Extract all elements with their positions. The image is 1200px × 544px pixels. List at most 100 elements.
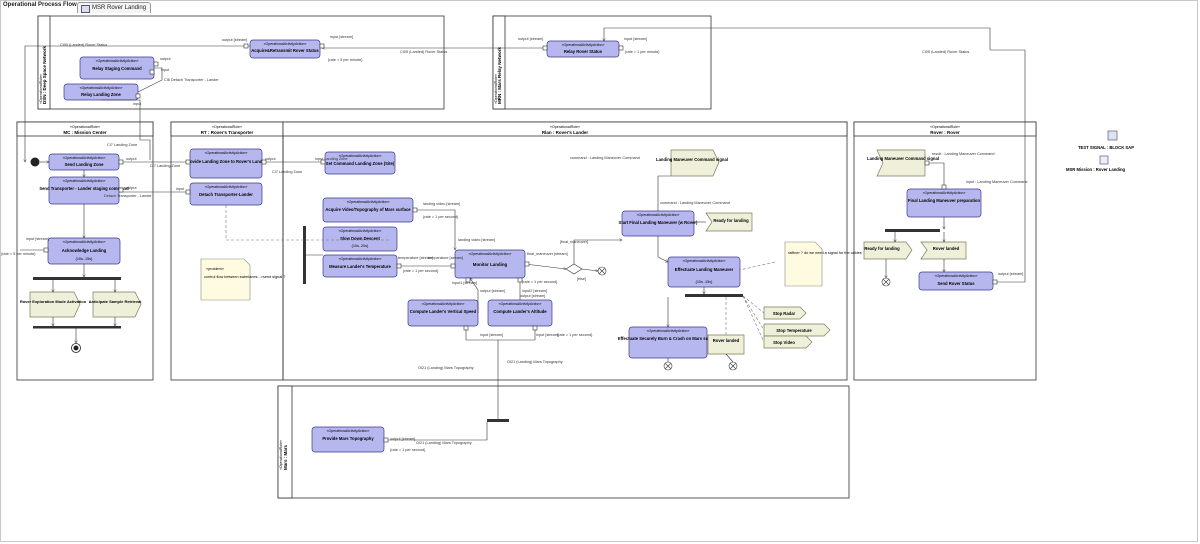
signal-rover-exploration[interactable]: Rover Exploration Mode Activation <box>20 291 87 318</box>
action-provide-landing-zone[interactable]: «OperationalActivityAction» Provide Land… <box>186 148 267 179</box>
svg-text:«OperationalActivityAction»: «OperationalActivityAction» <box>264 42 307 46</box>
svg-text:«OperationalActivityAction»: «OperationalActivityAction» <box>205 151 248 155</box>
signal-stop-radar[interactable]: Stop Radar <box>763 306 807 320</box>
lane-mars-relay: MRN : Mars Relay Network «OperationalRol… <box>492 15 712 110</box>
lane-deep-space: DSN : Deep Space Network «OperationalRol… <box>37 15 445 110</box>
svg-text:Rover Exploration Mode Activat: Rover Exploration Mode Activation <box>20 299 87 304</box>
note-problem[interactable]: «problem» control flow between swimlanes… <box>200 258 285 301</box>
svg-text:«OperationalActivityAction»: «OperationalActivityAction» <box>339 154 382 158</box>
svg-text:Relay Staging Command: Relay Staging Command <box>92 66 142 71</box>
legend-mission-icon <box>1099 155 1109 165</box>
action-measure-temperature[interactable]: «OperationalActivityAction» Measure Land… <box>322 254 398 278</box>
lane-rt-stereotype: «OperationalRole» <box>212 125 242 129</box>
signal-ready-landing-lander[interactable]: Ready for landing <box>705 212 753 232</box>
label-final-maneuver-2: [final_maneuver] <box>560 240 588 244</box>
signal-stop-video[interactable]: Stop Video <box>763 335 813 349</box>
label-rate-1-sec-d: {rate = 1 per second} <box>390 448 426 452</box>
svg-text:Send Rover Status: Send Rover Status <box>937 281 975 286</box>
label-input-stream-1: input [stream] <box>330 35 353 39</box>
diagram-tab-label: MSR Rover Landing <box>92 5 147 11</box>
action-monitor-landing[interactable]: «OperationalActivityAction» Monitor Land… <box>454 249 526 279</box>
action-burn-crash[interactable]: «OperationalActivityAction» Effectuate S… <box>618 326 719 359</box>
label-temperature-2: temperature [stream] <box>428 256 463 260</box>
signal-rover-landed-rover[interactable]: Rover landed <box>920 241 967 260</box>
legend: TEST SIGNAL : BLOCK SAP MSR Mission : Ro… <box>1066 130 1134 172</box>
action-relay-staging[interactable]: «OperationalActivityAction» Relay Stagin… <box>79 56 155 80</box>
label-output-2: output <box>126 157 138 161</box>
action-detach-transporter[interactable]: «OperationalActivityAction» Detach Trans… <box>189 182 263 206</box>
svg-text:«OperationalActivityAction»: «OperationalActivityAction» <box>339 257 382 261</box>
action-compute-speed[interactable]: «OperationalActivityAction» Compute Land… <box>407 299 479 327</box>
svg-text:«OperationalActivityAction»: «OperationalActivityAction» <box>923 191 966 195</box>
svg-text:Acknowledge Landing: Acknowledge Landing <box>62 248 107 253</box>
svg-text:Relay Landing Zone: Relay Landing Zone <box>81 92 121 97</box>
svg-text:«OperationalActivityAction»: «OperationalActivityAction» <box>469 252 512 256</box>
svg-text:Compute Lander's Vertical Spee: Compute Lander's Vertical Speed <box>410 309 477 314</box>
action-final-preparation[interactable]: «OperationalActivityAction» Final Landin… <box>906 188 982 218</box>
label-rate-1-sec: {rate = 1 per second} <box>423 215 459 219</box>
svg-text:«OperationalActivityAction»: «OperationalActivityAction» <box>562 43 605 47</box>
signal-rover-landing-maneuver[interactable]: Landing Maneuver Command signal <box>867 149 939 177</box>
signal-ready-landing-rover[interactable]: Ready for landing <box>863 241 913 260</box>
svg-text:Effectuate Securely Burn & Cra: Effectuate Securely Burn & Crash on Mars… <box>618 336 719 341</box>
action-set-command-zone[interactable]: «OperationalActivityAction» Set Command … <box>324 151 396 175</box>
label-input-stream-d: input [stream] <box>480 333 503 337</box>
svg-text:«OperationalActivityAction»: «OperationalActivityAction» <box>63 179 106 183</box>
label-output-stream-g: output [stream] <box>998 272 1023 276</box>
svg-text:«problem»: «problem» <box>206 267 224 271</box>
label-ci7-b: CI7 Landing Zone <box>150 164 180 168</box>
svg-text:Acquire Video/Topography of Ma: Acquire Video/Topography of Mars surface <box>325 207 411 212</box>
label-ci7-c: CI7 Landing Zone <box>272 170 302 174</box>
signal-rover-landed-lander[interactable]: Rover landed <box>707 334 745 355</box>
label-final-maneuver: final_maneuver [stream] <box>527 252 568 256</box>
label-detach: Detach Transporter - Lander <box>104 194 152 198</box>
action-acquire-video[interactable]: «OperationalActivityAction» Acquire Vide… <box>322 197 414 223</box>
label-landing-video-2: landing video [stream] <box>458 238 495 242</box>
svg-text:Rover landed: Rover landed <box>713 338 740 343</box>
svg-text:«OperationalActivityAction»: «OperationalActivityAction» <box>80 86 123 90</box>
label-output-stream-b: output [stream] <box>480 289 505 293</box>
label-output-3: output <box>126 186 138 190</box>
svg-text:«OperationalActivityAction»: «OperationalActivityAction» <box>935 274 978 278</box>
action-send-transporter[interactable]: «OperationalActivityAction» Send Transpo… <box>39 176 129 205</box>
diagram-icon <box>81 5 90 13</box>
action-start-final[interactable]: «OperationalActivityAction» Start Final … <box>619 210 698 237</box>
svg-text:«OperationalActivityAction»: «OperationalActivityAction» <box>422 302 465 306</box>
action-slow-down[interactable]: «OperationalActivityAction» Slow Down De… <box>322 226 398 252</box>
note-cables[interactable]: raffiner ? do we need a signal for the c… <box>784 241 862 287</box>
label-ci05-2: CI05 (Landed) Rover Status <box>400 50 447 54</box>
label-input-3: input <box>176 187 185 191</box>
svg-text:«OperationalActivityAction»: «OperationalActivityAction» <box>63 240 106 244</box>
signal-landing-maneuver[interactable]: Landing Maneuver Command signal <box>656 149 728 177</box>
action-send-rover-status[interactable]: «OperationalActivityAction» Send Rover S… <box>918 271 994 291</box>
label-oi21-3: OI21 (Landing) Mars Topography <box>416 441 472 445</box>
signal-stop-temperature[interactable]: Stop Temperature <box>763 323 831 337</box>
action-acquire-retransmit[interactable]: «OperationalActivityAction» Acquire&Retr… <box>249 39 321 59</box>
action-effectuate-maneuver[interactable]: «OperationalActivityAction» Effectuate L… <box>667 256 741 288</box>
svg-text:Landing Maneuver Command signa: Landing Maneuver Command signal <box>656 157 728 162</box>
action-relay-rover-status[interactable]: «OperationalActivityAction» Relay Rover … <box>546 40 620 58</box>
lane-mars: Mars : Mars «OperationalRole» <box>277 385 850 499</box>
svg-text:Send Landing Zone: Send Landing Zone <box>65 162 105 167</box>
diagram-tab[interactable]: MSR Rover Landing <box>77 2 152 13</box>
action-send-landing-zone[interactable]: «OperationalActivityAction» Send Landing… <box>48 153 120 171</box>
lane-deep-space-stereotype: «OperationalRole» <box>39 74 43 104</box>
label-oi21-1: OI21 (Landing) Mars Topography <box>418 366 474 370</box>
label-input-stream-2: input [stream] <box>624 37 647 41</box>
svg-text:Acquire&Retransmit Rover Statu: Acquire&Retransmit Rover Status <box>251 48 319 53</box>
final-node-mc <box>71 343 81 353</box>
svg-text:Send Transporter - Lander stag: Send Transporter - Lander staging comman… <box>39 186 129 191</box>
action-compute-altitude[interactable]: «OperationalActivityAction» Compute Land… <box>487 299 553 327</box>
svg-text:«OperationalActivityAction»: «OperationalActivityAction» <box>647 329 690 333</box>
action-relay-landing-zone[interactable]: «OperationalActivityAction» Relay Landin… <box>63 83 139 101</box>
svg-text:Stop Video: Stop Video <box>773 340 795 345</box>
action-provide-topography[interactable]: «OperationalActivityAction» Provide Mars… <box>311 426 385 453</box>
flow-final-4 <box>881 277 891 287</box>
svg-text:control flow between swimlanes: control flow between swimlanes: ->send s… <box>204 275 285 279</box>
svg-text:«OperationalActivityAction»: «OperationalActivityAction» <box>499 302 542 306</box>
action-acknowledge-landing[interactable]: «OperationalActivityAction» Acknowledge … <box>47 237 121 265</box>
lane-mars-relay-label: MRN : Mars Relay Network <box>497 46 502 104</box>
svg-text:Ready for landing: Ready for landing <box>864 246 900 251</box>
signal-anticipate-retrieval[interactable]: Anticipate Sample Retrieval <box>89 291 142 318</box>
label-output-stream-1: output [stream] <box>222 38 247 42</box>
